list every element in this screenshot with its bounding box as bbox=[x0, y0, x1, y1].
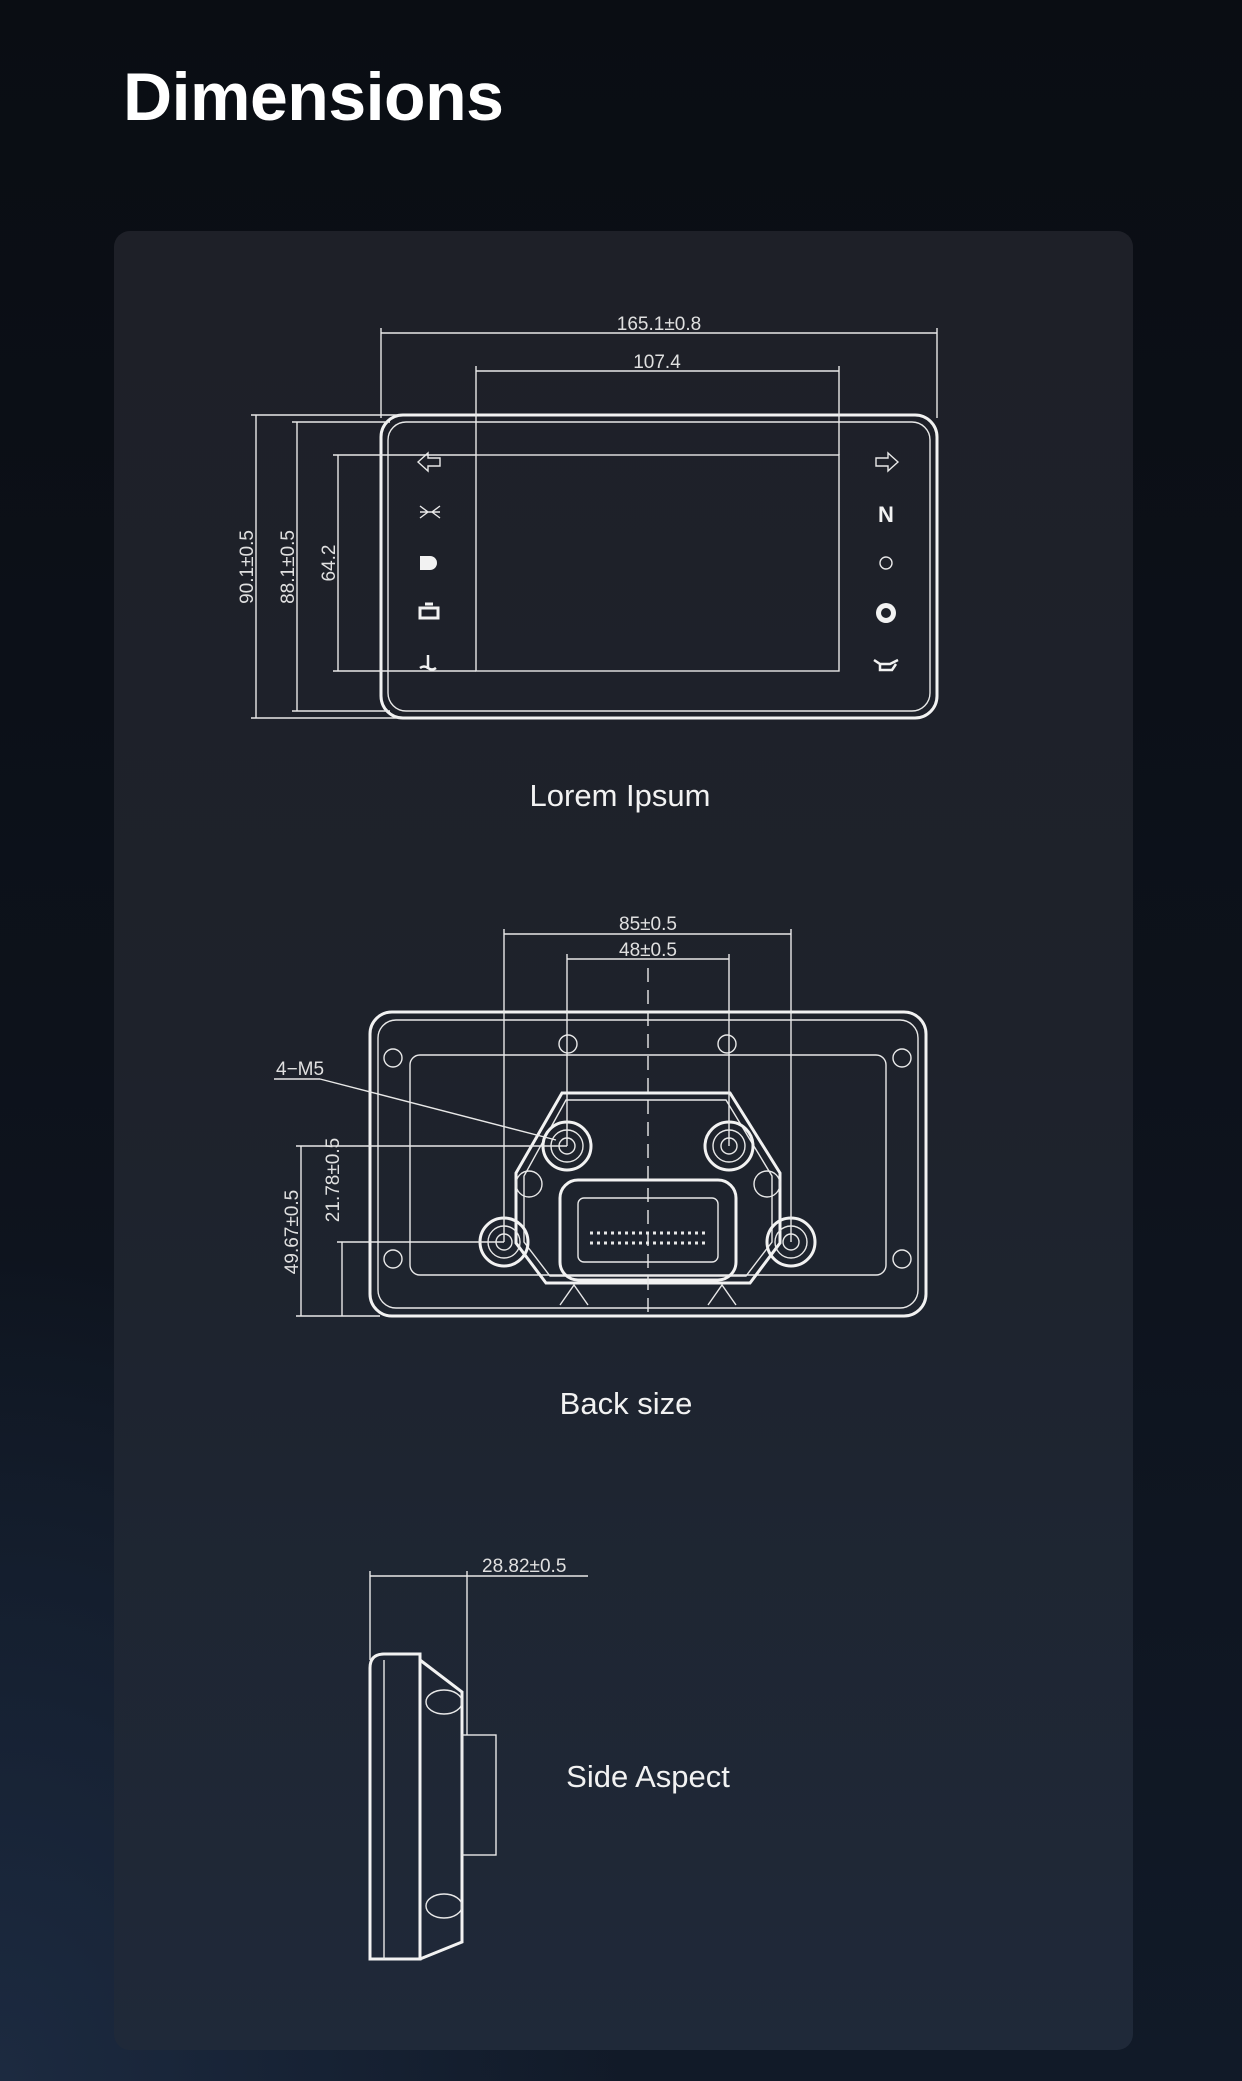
side-view-drawing: 28.82±0.5 bbox=[368, 1556, 588, 1961]
right-turn-arrow-icon bbox=[875, 451, 900, 473]
screw-icon bbox=[892, 1048, 912, 1068]
front-view-drawing: 165.1±0.8 107.4 90.1±0.5 88.1±0.5 64.2 N bbox=[237, 314, 939, 720]
brake-warning-icon bbox=[876, 603, 896, 623]
dim-overall-height: 90.1±0.5 bbox=[237, 530, 258, 604]
neutral-icon: N bbox=[878, 502, 894, 527]
screw-icon bbox=[558, 1034, 578, 1054]
back-view-drawing: 85±0.5 48±0.5 4−M5 49.67±0.5 21.78±0.5 bbox=[274, 914, 928, 1318]
high-beam-icon bbox=[419, 505, 441, 519]
dim-inner-hole-spacing: 48±0.5 bbox=[619, 940, 677, 961]
side-view-caption: Side Aspect bbox=[566, 1759, 730, 1794]
dim-depth: 28.82±0.5 bbox=[482, 1556, 566, 1577]
dim-screen-height: 64.2 bbox=[319, 545, 340, 582]
dim-inner-height: 88.1±0.5 bbox=[278, 530, 299, 604]
oil-pressure-icon bbox=[873, 658, 899, 672]
dim-screen-width: 107.4 bbox=[633, 352, 681, 373]
screw-icon bbox=[717, 1034, 737, 1054]
dim-outer-hole-spacing: 85±0.5 bbox=[619, 914, 677, 935]
dimensions-card bbox=[114, 231, 1133, 2050]
headlight-icon bbox=[420, 556, 437, 570]
front-view-caption: Lorem Ipsum bbox=[529, 778, 711, 813]
screw-icon bbox=[892, 1249, 912, 1269]
page-title: Dimensions bbox=[123, 59, 504, 135]
dim-overall-width: 165.1±0.8 bbox=[617, 314, 701, 335]
engine-check-icon bbox=[418, 602, 440, 620]
back-view-caption: Back size bbox=[559, 1386, 693, 1421]
thread-spec-label: 4−M5 bbox=[276, 1059, 324, 1080]
screw-icon bbox=[383, 1249, 403, 1269]
circle-indicator-icon bbox=[879, 556, 893, 570]
left-turn-arrow-icon bbox=[416, 451, 441, 473]
dim-height-b: 21.78±0.5 bbox=[323, 1138, 344, 1222]
dim-height-a: 49.67±0.5 bbox=[282, 1190, 303, 1274]
coolant-temp-icon bbox=[419, 655, 437, 671]
screw-icon bbox=[383, 1048, 403, 1068]
